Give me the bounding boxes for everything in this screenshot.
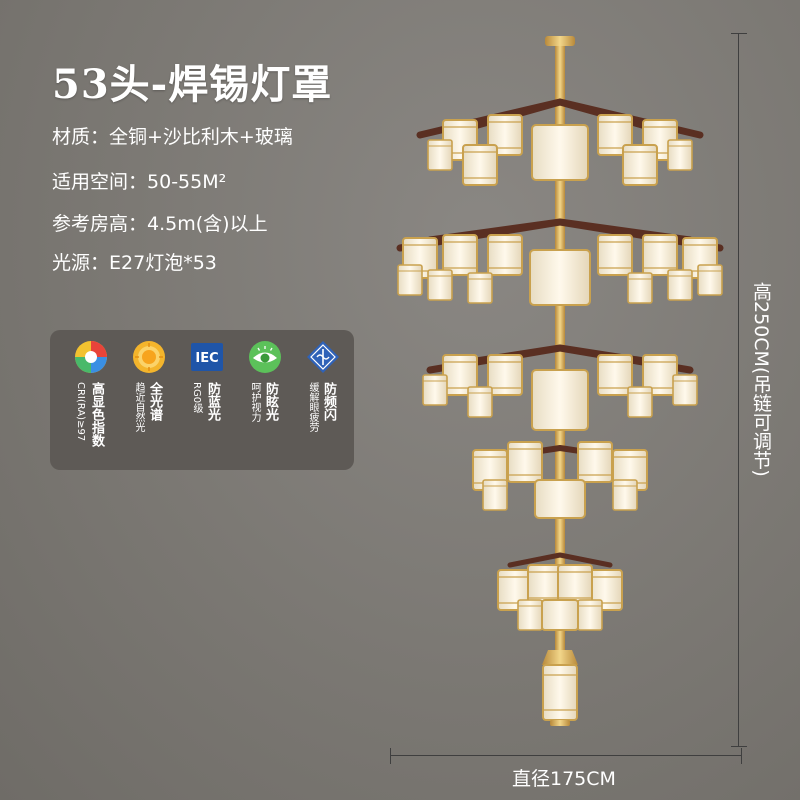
product-title: 53头-焊锡灯罩 [52,61,333,108]
eye-protection-icon [249,341,281,373]
tier-1 [416,98,704,186]
spec-value: E27灯泡*53 [109,252,217,274]
feature-label: 全光谱 [147,382,162,421]
central-rod [555,40,565,680]
height-dimension-line [738,33,739,746]
chandelier-image [396,36,724,726]
spec-room-height: 参考房高：4.5m(含)以上 [52,209,268,236]
feature-label: 防蓝光 [205,382,220,421]
width-dimension-right-tick [741,748,742,764]
tier-2 [396,218,724,306]
feature-panel: 高显色指数 CRI(RA)≥97 全光谱 趋近自然光 IEC 防蓝光 RG0级 [50,330,354,470]
spec-key: 光源： [52,252,110,274]
width-dimension-line [390,755,742,756]
width-label: 直径175CM [512,768,616,790]
iec-badge-text: IEC [195,351,218,366]
iec-badge-icon: IEC [191,343,223,371]
feature-label: 防眩光 [263,382,278,421]
feature-label: 防频闪 [321,382,336,421]
spec-key: 参考房高： [52,213,148,235]
spec-space: 适用空间：50-55M² [52,167,226,194]
width-dimension-left-tick [390,748,391,764]
full-spectrum-sun-icon [133,341,165,373]
feature-sub-label: RG0级 [191,382,202,414]
feature-sub-label: 缓解眼疲劳 [307,382,318,432]
spec-key: 适用空间： [52,171,148,193]
spec-light-source: 光源：E27灯泡*53 [52,248,217,275]
bottom-pendant [542,650,578,726]
tier-5 [497,552,623,631]
feature-sub-label: 趋近自然光 [133,382,144,432]
feature-sub-label: CRI(RA)≥97 [75,382,86,442]
feature-sub-label: 呵护视力 [249,382,260,422]
height-dimension-bottom-tick [731,746,747,747]
spec-material: 材质：全铜+沙比利木+玻璃 [52,122,293,149]
spec-value: 50-55M² [147,171,227,193]
anti-flicker-icon [307,341,339,373]
height-dimension-top-tick [731,33,747,34]
spec-value: 全铜+沙比利木+玻璃 [109,126,293,148]
spec-key: 材质： [52,126,110,148]
tier-3 [422,344,698,431]
height-label: 高250CM(吊链可调节) [750,282,772,477]
spec-value: 4.5m(含)以上 [147,213,268,235]
feature-label: 高显色指数 [89,382,104,447]
color-index-icon [75,341,107,373]
tier-4 [472,441,648,519]
ceiling-canopy [545,36,575,46]
